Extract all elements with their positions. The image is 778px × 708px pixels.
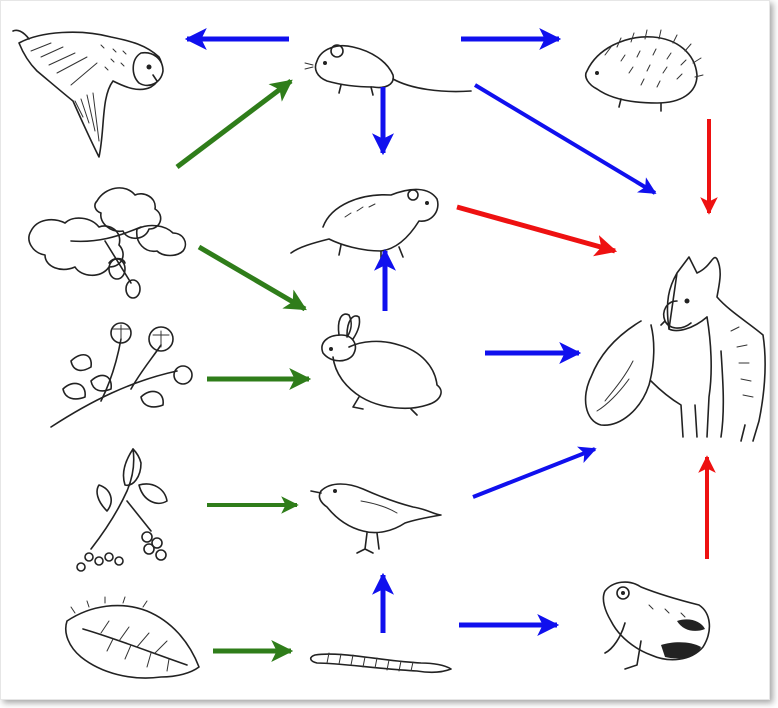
arrow-oak-to-rabbit (199, 247, 305, 309)
food-web-diagram (0, 0, 770, 700)
bird-icon (311, 484, 441, 553)
oak-leaves-icon (29, 188, 185, 298)
arrow-oak-to-mouse (177, 81, 291, 167)
owl-icon (13, 30, 163, 157)
mouse-icon (305, 45, 471, 95)
berry-plant-icon (77, 449, 167, 571)
leaf-icon (66, 597, 199, 678)
food-web-canvas (1, 1, 771, 701)
clover-icon (51, 323, 192, 427)
worm-icon (311, 653, 451, 672)
hedgehog-icon (586, 30, 703, 111)
stoat-icon (291, 189, 438, 261)
arrow-bird-to-fox (473, 449, 595, 497)
arrow-stoat-to-fox (457, 207, 615, 251)
fox-icon (586, 257, 766, 441)
rabbit-icon (322, 314, 441, 415)
arrows-group (177, 39, 709, 651)
frog-icon (603, 582, 709, 669)
